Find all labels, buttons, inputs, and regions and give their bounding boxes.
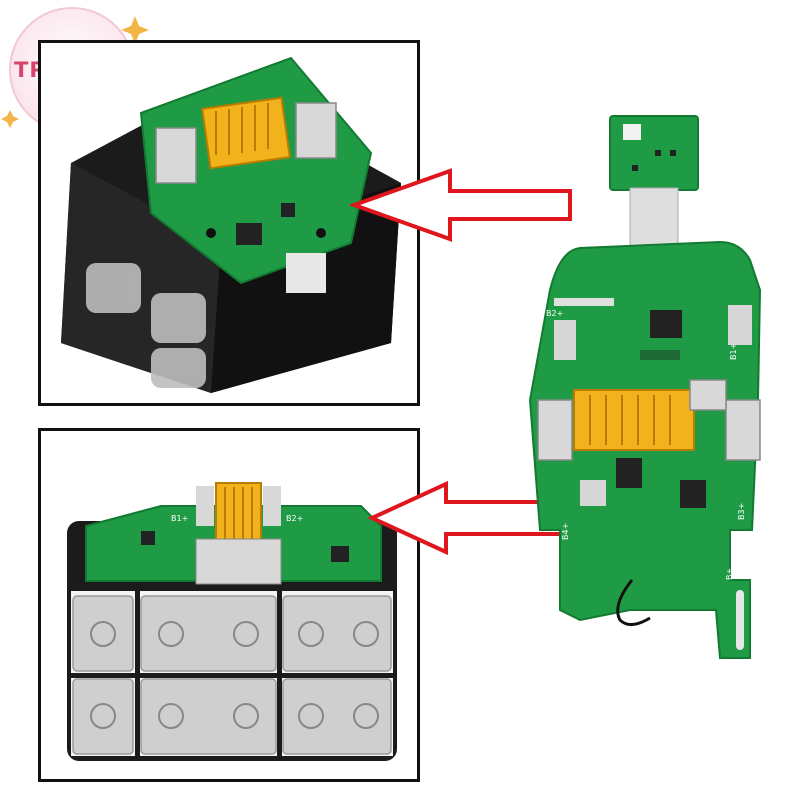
label-b2-plus: B2+ (286, 514, 303, 523)
label-b3-plus-board: B3+ (737, 503, 746, 520)
arrow-top-icon (350, 168, 572, 242)
label-b2-plus-board: B2+ (546, 309, 563, 318)
battery-pack-angled-photo (38, 40, 420, 406)
battery-pack-front-photo: B2+ B1+ (38, 428, 420, 782)
bms-board: B2+ B1+ B3+ B4+ B+ (528, 115, 762, 659)
label-b1-plus: B1+ (171, 514, 188, 523)
label-b1-plus-board: B1+ (729, 343, 738, 360)
label-b-plus-board: B+ (725, 568, 734, 580)
label-b4-plus-board: B4+ (561, 523, 570, 540)
